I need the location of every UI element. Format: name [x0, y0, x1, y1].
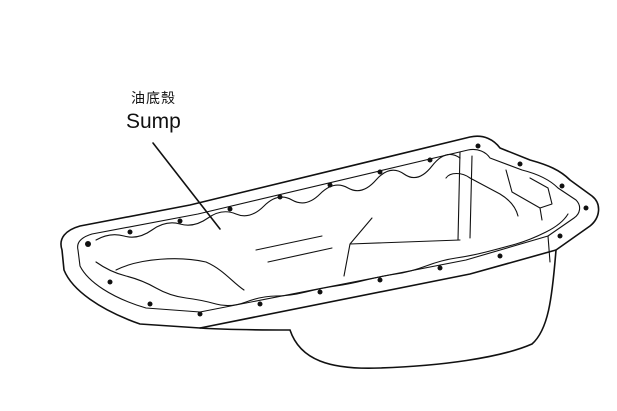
label-sump: Sump: [126, 110, 181, 133]
end-detail: [445, 169, 553, 221]
gasket-line-bottom: [95, 213, 569, 307]
sump-bowl: [199, 249, 557, 370]
leader-line: [152, 142, 221, 230]
inner-ribs: [255, 235, 333, 263]
inner-floor: [115, 258, 245, 291]
inner-slope: [343, 217, 461, 277]
flange-outer: [60, 135, 600, 329]
end-wall: [457, 151, 551, 263]
label-chinese: 油底殼: [131, 91, 176, 107]
bolt-holes: [85, 143, 589, 317]
flange-inner: [77, 148, 581, 313]
